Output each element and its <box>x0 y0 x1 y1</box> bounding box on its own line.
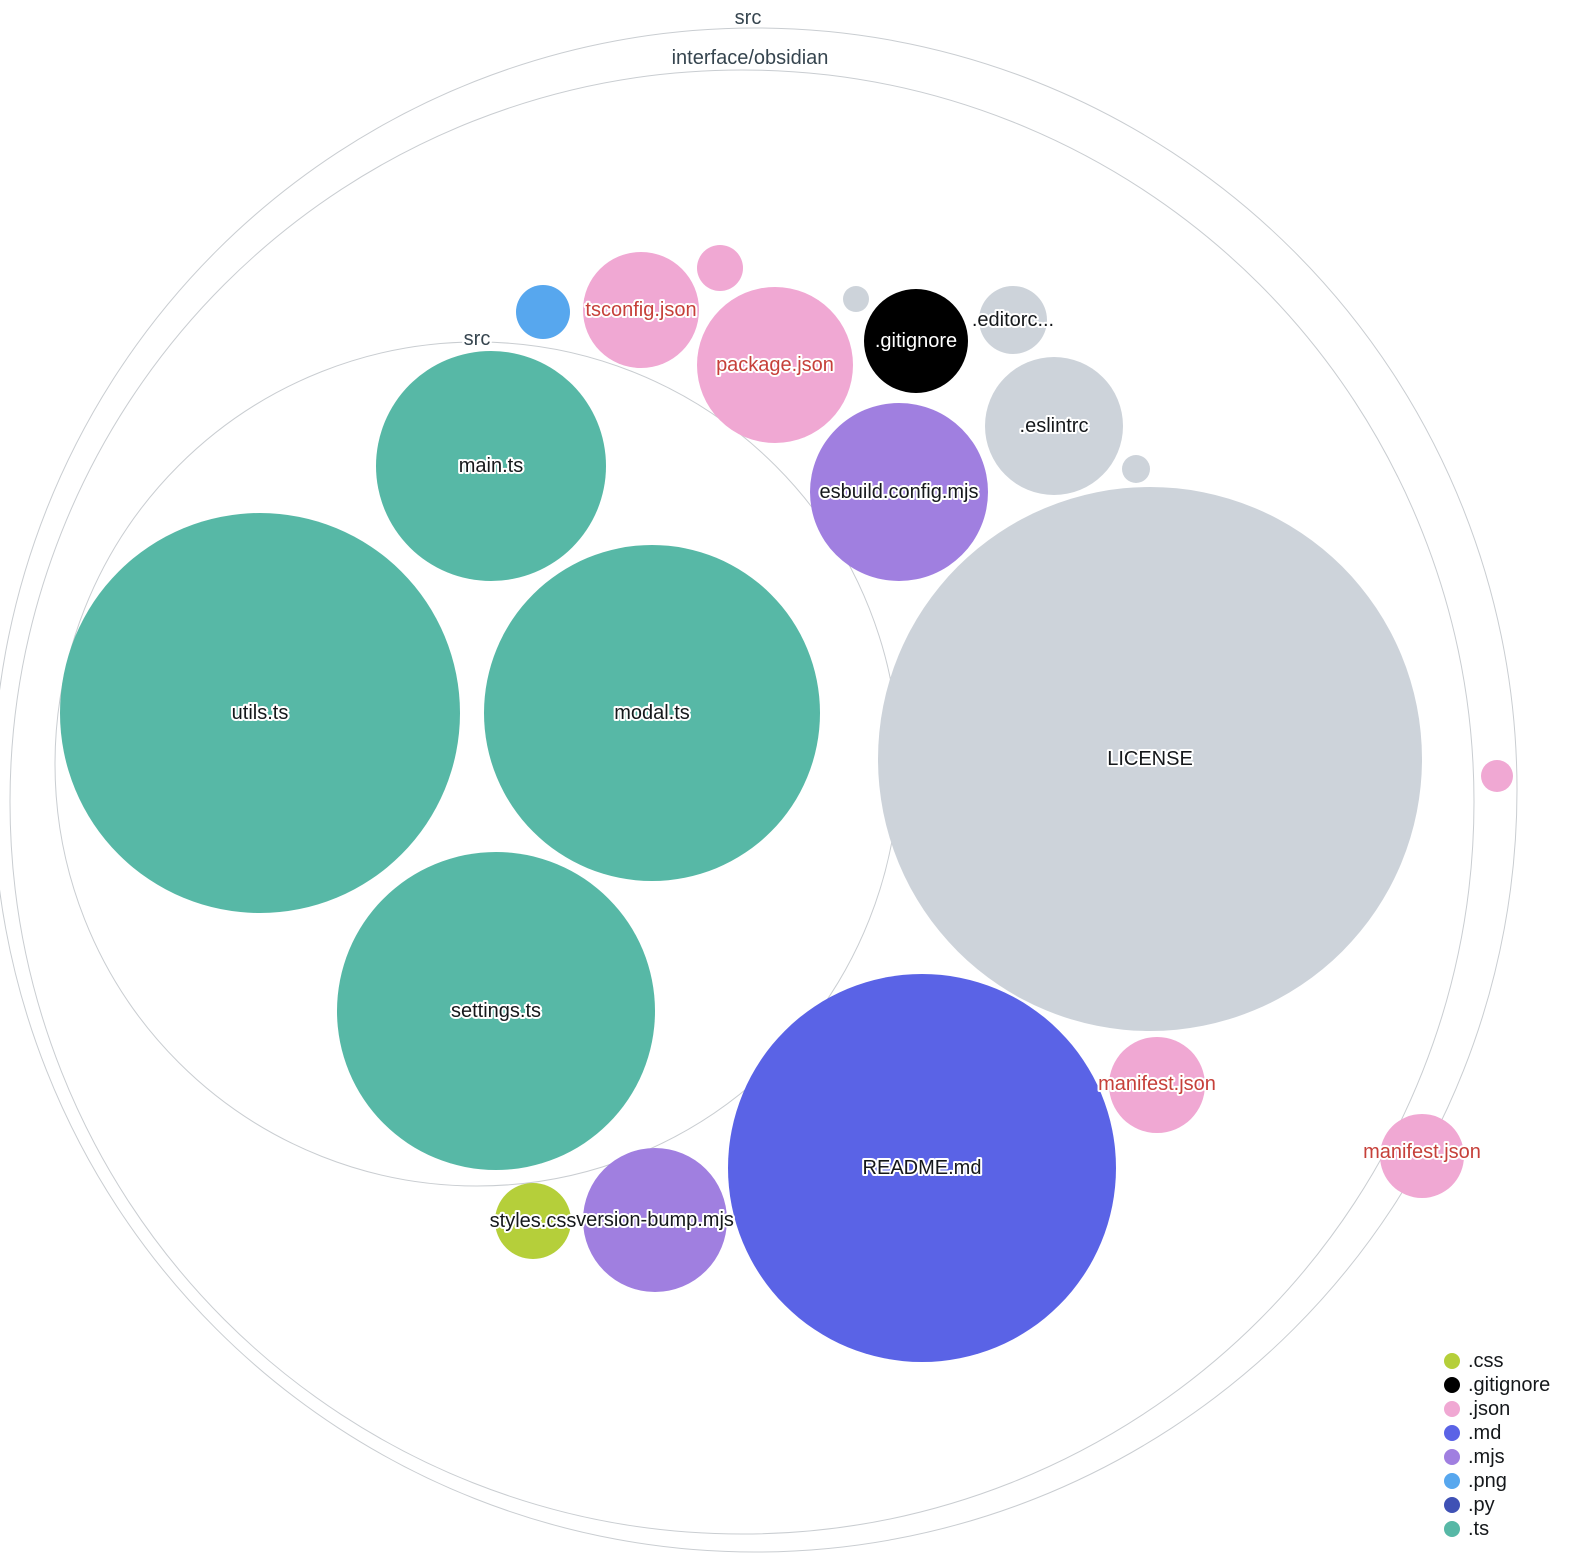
legend-item-gitignore: .gitignore <box>1444 1374 1550 1396</box>
package-json-circle[interactable] <box>697 287 853 443</box>
legend-swatch-icon <box>1444 1497 1460 1513</box>
main-ts-label: main.ts <box>459 455 523 477</box>
legend-label: .ts <box>1468 1518 1489 1540</box>
manifest-json-label: manifest.json <box>1098 1073 1216 1095</box>
settings-ts-circle[interactable] <box>337 852 655 1170</box>
legend-swatch-icon <box>1444 1521 1460 1537</box>
eslintrc-circle[interactable] <box>985 357 1123 495</box>
file-bubble-eslintrc: .eslintrc <box>985 357 1123 495</box>
file-bubble-esbuild-config-mjs: esbuild.config.mjs <box>810 403 988 581</box>
legend-item-py: .py <box>1444 1494 1495 1516</box>
legend-swatch-icon <box>1444 1377 1460 1393</box>
file-bubble-editorconfig: .editorc... <box>970 286 1056 354</box>
file-bubble-main-ts: main.ts <box>376 351 606 581</box>
readme-md-label: README.md <box>863 1157 982 1179</box>
legend-label: .md <box>1468 1422 1501 1444</box>
file-bubble-misc-small-1 <box>843 286 869 312</box>
styles-css-circle[interactable] <box>495 1183 571 1259</box>
file-bubble-png-file <box>516 285 570 339</box>
readme-md-circle[interactable] <box>728 974 1116 1362</box>
legend-item-md: .md <box>1444 1422 1501 1444</box>
legend-swatch-icon <box>1444 1473 1460 1489</box>
misc-small-1-circle[interactable] <box>843 286 869 312</box>
json-small-top-circle[interactable] <box>697 245 743 291</box>
main-ts-circle[interactable] <box>376 351 606 581</box>
legend-label: .mjs <box>1468 1446 1505 1468</box>
src-root-label: src <box>735 7 762 29</box>
settings-ts-label: settings.ts <box>451 1000 541 1022</box>
file-bubble-license: LICENSE <box>878 487 1422 1031</box>
manifest-json-2-label: manifest.json <box>1363 1141 1481 1163</box>
file-bubble-readme-md: README.md <box>728 974 1116 1362</box>
manifest-json-2-circle[interactable] <box>1380 1114 1464 1198</box>
legend-item-ts: .ts <box>1444 1518 1489 1540</box>
legend-label: .gitignore <box>1468 1374 1550 1396</box>
version-bump-mjs-label: version-bump.mjs <box>576 1209 734 1231</box>
utils-ts-label: utils.ts <box>232 702 289 724</box>
license-label: LICENSE <box>1107 748 1193 770</box>
esbuild-config-mjs-circle[interactable] <box>810 403 988 581</box>
file-bubble-manifest-json-2: manifest.json <box>1361 1114 1483 1198</box>
file-bubble-gitignore: .gitignore <box>864 289 968 393</box>
gitignore-label: .gitignore <box>875 330 957 352</box>
legend-label: .png <box>1468 1470 1507 1492</box>
legend: .css.gitignore.json.md.mjs.png.py.ts <box>1444 1350 1550 1540</box>
legend-item-mjs: .mjs <box>1444 1446 1505 1468</box>
styles-css-label: styles.css <box>490 1210 577 1232</box>
file-bubble-json-small-top <box>697 245 743 291</box>
modal-ts-label: modal.ts <box>614 702 690 724</box>
manifest-json-circle[interactable] <box>1109 1037 1205 1133</box>
src-label: src <box>464 328 491 350</box>
license-circle[interactable] <box>878 487 1422 1031</box>
utils-ts-circle[interactable] <box>60 513 460 913</box>
file-bubble-styles-css: styles.css <box>488 1183 578 1259</box>
tsconfig-json-circle[interactable] <box>583 252 699 368</box>
legend-label: .py <box>1468 1494 1495 1516</box>
legend-item-json: .json <box>1444 1398 1510 1420</box>
file-bubble-settings-ts: settings.ts <box>337 852 655 1170</box>
gitignore-circle[interactable] <box>864 289 968 393</box>
file-bubble-package-json: package.json <box>697 287 853 443</box>
eslintrc-label: .eslintrc <box>1020 415 1089 437</box>
file-bubble-tsconfig-json: tsconfig.json <box>583 252 699 368</box>
legend-swatch-icon <box>1444 1449 1460 1465</box>
misc-small-2-circle[interactable] <box>1122 455 1150 483</box>
editorconfig-circle[interactable] <box>979 286 1047 354</box>
file-bubble-modal-ts: modal.ts <box>484 545 820 881</box>
legend-swatch-icon <box>1444 1425 1460 1441</box>
legend-item-css: .css <box>1444 1350 1504 1372</box>
tsconfig-json-label: tsconfig.json <box>585 299 696 321</box>
interface-obsidian-label: interface/obsidian <box>672 47 829 69</box>
file-bubble-manifest-json: manifest.json <box>1096 1037 1218 1133</box>
png-file-circle[interactable] <box>516 285 570 339</box>
package-json-label: package.json <box>716 354 834 376</box>
legend-label: .json <box>1468 1398 1510 1420</box>
file-bubble-utils-ts: utils.ts <box>60 513 460 913</box>
file-bubble-json-dot-right <box>1481 760 1513 792</box>
legend-item-png: .png <box>1444 1470 1507 1492</box>
legend-label: .css <box>1468 1350 1504 1372</box>
legend-swatch-icon <box>1444 1353 1460 1369</box>
file-bubble-misc-small-2 <box>1122 455 1150 483</box>
legend-swatch-icon <box>1444 1401 1460 1417</box>
file-bubble-version-bump-mjs: version-bump.mjs <box>574 1148 736 1292</box>
version-bump-mjs-circle[interactable] <box>583 1148 727 1292</box>
editorconfig-label: .editorc... <box>972 309 1054 331</box>
esbuild-config-mjs-label: esbuild.config.mjs <box>820 481 979 503</box>
json-dot-right-circle[interactable] <box>1481 760 1513 792</box>
modal-ts-circle[interactable] <box>484 545 820 881</box>
